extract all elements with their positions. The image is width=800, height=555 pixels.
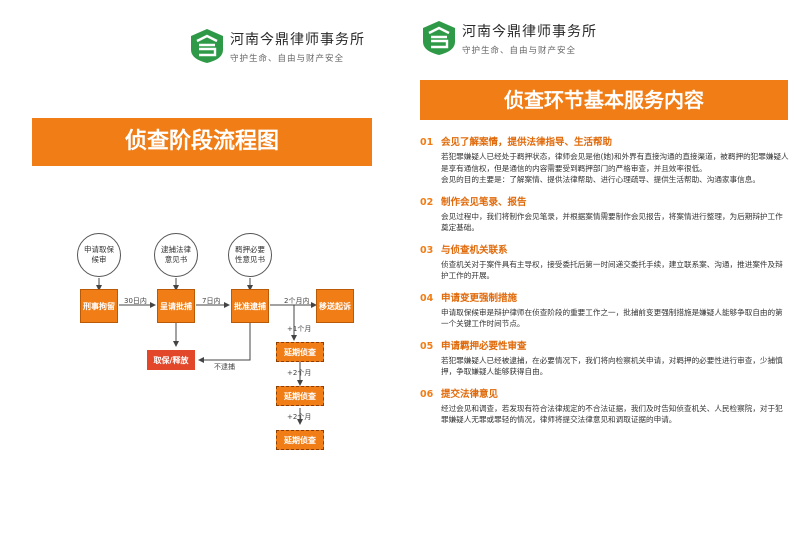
firm-slogan: 守护生命、自由与财产安全 bbox=[462, 45, 577, 56]
edge-label-plus-2-months: +2个月 bbox=[287, 369, 312, 377]
edge-label-no-arrest: 不逮捕 bbox=[214, 363, 235, 371]
edge-label-30-days: 30日内 bbox=[124, 297, 147, 305]
service-section-header: 06 提交法律意见 bbox=[420, 386, 790, 400]
service-section-title: 提交法律意见 bbox=[441, 388, 499, 400]
service-section: 05 申请羁押必要性审查若犯罪嫌疑人已经被逮捕，在必要情况下，我们将向检察机关申请… bbox=[420, 338, 790, 378]
service-section-title: 申请羁押必要性审查 bbox=[441, 340, 527, 352]
shield-logo-icon bbox=[191, 29, 223, 63]
flow-circle-detention-opinion: 羁押必要性意见书 bbox=[228, 233, 272, 277]
flow-box-approve-arrest: 批准逮捕 bbox=[231, 289, 269, 323]
edge-label-7-days: 7日内 bbox=[202, 297, 221, 305]
service-section-header: 05 申请羁押必要性审查 bbox=[420, 338, 790, 352]
service-section-title: 申请变更强制措施 bbox=[441, 292, 518, 304]
flow-box-release: 取保/释放 bbox=[147, 350, 195, 370]
services-page: 河南今鼎律师事务所 守护生命、自由与财产安全 侦查环节基本服务内容 01 会见了解… bbox=[400, 0, 800, 555]
service-section-title: 制作会见笔录、报告 bbox=[441, 196, 527, 208]
service-section: 01 会见了解案情，提供法律指导、生活帮助若犯罪嫌疑人已经处于羁押状态，律师会见是… bbox=[420, 134, 790, 186]
flow-box-extension: 延期侦查 bbox=[276, 342, 324, 362]
service-section-number: 01 bbox=[420, 137, 434, 148]
service-section-text: 经过会见和调查，若发现有符合法律规定的不合法证据，我们及时告知侦查机关、人民检察… bbox=[441, 403, 783, 425]
flowchart-connectors bbox=[96, 278, 317, 425]
service-section-number: 05 bbox=[420, 340, 434, 352]
service-section-header: 01 会见了解案情，提供法律指导、生活帮助 bbox=[420, 134, 790, 148]
service-section: 02 制作会见笔录、报告会见过程中，我们将制作会见笔录，并根据案情需要制作会见报告… bbox=[420, 194, 790, 234]
service-section-number: 03 bbox=[420, 244, 434, 256]
flow-box-request-arrest: 呈请批捕 bbox=[157, 289, 195, 323]
service-section-text: 会见的目的主要是：了解案情、提供法律帮助、进行心理疏导、提供生活帮助、沟通家事信… bbox=[441, 175, 760, 184]
service-section-text: 侦查机关对于案件具有主导权，接受委托后第一时间递交委托手续，建立联系案、沟通，推… bbox=[441, 259, 783, 281]
services-title: 侦查环节基本服务内容 bbox=[420, 80, 788, 120]
service-section-header: 04 申请变更强制措施 bbox=[420, 290, 790, 304]
service-section: 03 与侦查机关联系侦查机关对于案件具有主导权，接受委托后第一时间递交委托手续，建… bbox=[420, 242, 790, 282]
service-section-number: 06 bbox=[420, 388, 434, 400]
edge-label-2-months: 2个月内 bbox=[284, 297, 310, 305]
service-section-text: 会见过程中，我们将制作会见笔录，并根据案情需要制作会见报告，将案情进行整理，为后… bbox=[441, 211, 783, 233]
edge-label-plus-2-months: +2个月 bbox=[287, 413, 312, 421]
edge-label-plus-1-month: +1个月 bbox=[287, 325, 312, 333]
service-section: 04 申请变更强制措施申请取保候审是辩护律师在侦查阶段的重要工作之一，批捕前变更强… bbox=[420, 290, 790, 330]
firm-logo: 河南今鼎律师事务所 守护生命、自由与财产安全 bbox=[190, 28, 365, 64]
service-section-title: 与侦查机关联系 bbox=[441, 244, 508, 256]
firm-name: 河南今鼎律师事务所 bbox=[462, 23, 597, 40]
flow-box-extension: 延期侦查 bbox=[276, 386, 324, 406]
service-section-header: 02 制作会见笔录、报告 bbox=[420, 194, 790, 208]
shield-logo-icon bbox=[423, 21, 455, 55]
service-section-title: 会见了解案情，提供法律指导、生活帮助 bbox=[441, 137, 613, 148]
flow-box-extension: 延期侦查 bbox=[276, 430, 324, 450]
service-section-text: 若犯罪嫌疑人已经处于羁押状态，律师会见是他(她)和外界有直接沟通的直接渠道，被羁… bbox=[441, 152, 789, 173]
service-section-text: 申请取保候审是辩护律师在侦查阶段的重要工作之一，批捕前变更强制措施是嫌疑人能够争… bbox=[441, 307, 783, 329]
firm-name: 河南今鼎律师事务所 bbox=[230, 31, 365, 48]
service-section: 06 提交法律意见经过会见和调查，若发现有符合法律规定的不合法证据，我们及时告知侦… bbox=[420, 386, 790, 426]
service-sections: 01 会见了解案情，提供法律指导、生活帮助若犯罪嫌疑人已经处于羁押状态，律师会见是… bbox=[420, 134, 790, 434]
flowchart-title: 侦查阶段流程图 bbox=[32, 118, 372, 166]
firm-logo: 河南今鼎律师事务所 守护生命、自由与财产安全 bbox=[422, 20, 597, 56]
service-section-header: 03 与侦查机关联系 bbox=[420, 242, 790, 256]
flow-box-detention: 刑事拘留 bbox=[80, 289, 118, 323]
flow-circle-arrest-opinion: 逮捕法律意见书 bbox=[154, 233, 198, 277]
service-section-number: 04 bbox=[420, 292, 434, 304]
service-section-number: 02 bbox=[420, 196, 434, 208]
firm-slogan: 守护生命、自由与财产安全 bbox=[230, 53, 345, 64]
service-section-text: 若犯罪嫌疑人已经被逮捕，在必要情况下，我们将向检察机关申请，对羁押的必要性进行审… bbox=[441, 355, 783, 377]
flow-circle-bail: 申请取保候审 bbox=[77, 233, 121, 277]
flow-box-transfer-prosecution: 移送起诉 bbox=[316, 289, 354, 323]
flowchart-page: 河南今鼎律师事务所 守护生命、自由与财产安全 侦查阶段流程图 bbox=[32, 28, 372, 450]
